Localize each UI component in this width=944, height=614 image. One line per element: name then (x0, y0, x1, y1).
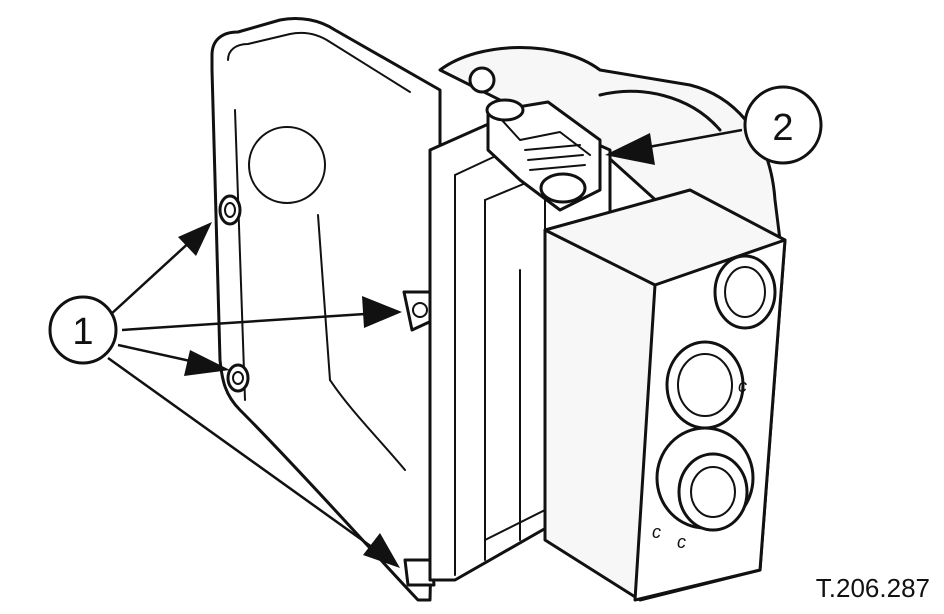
arrowhead-screw-lower (184, 350, 230, 376)
port-mark-2: c (652, 522, 661, 542)
cover-screw-lower (226, 363, 250, 393)
port-mark-3: c (677, 532, 686, 552)
callout-2-leader (605, 128, 743, 165)
port-mark-1: c (738, 376, 747, 396)
figure-reference-code: T.206.287 (816, 573, 930, 603)
cover-screw-bottom (403, 558, 436, 587)
ecu-cover (210, 16, 442, 602)
callout-1-leaders (107, 222, 402, 568)
hydraulic-block: c c c (543, 188, 787, 602)
port-top (713, 254, 777, 330)
callout-2: 2 (743, 85, 823, 165)
arrowhead-connector (605, 133, 655, 165)
callout-1: 1 (48, 295, 118, 365)
cover-screw-top (218, 194, 242, 226)
arrowhead-screw-bottom (363, 533, 400, 568)
arrowhead-screw-middle (362, 296, 402, 328)
port-middle (665, 340, 745, 430)
callout-1-label: 1 (72, 311, 93, 353)
arrowhead-screw-top (178, 222, 212, 256)
callout-2-label: 2 (772, 107, 793, 149)
harness-connector (485, 98, 602, 212)
port-bottom (655, 426, 755, 532)
